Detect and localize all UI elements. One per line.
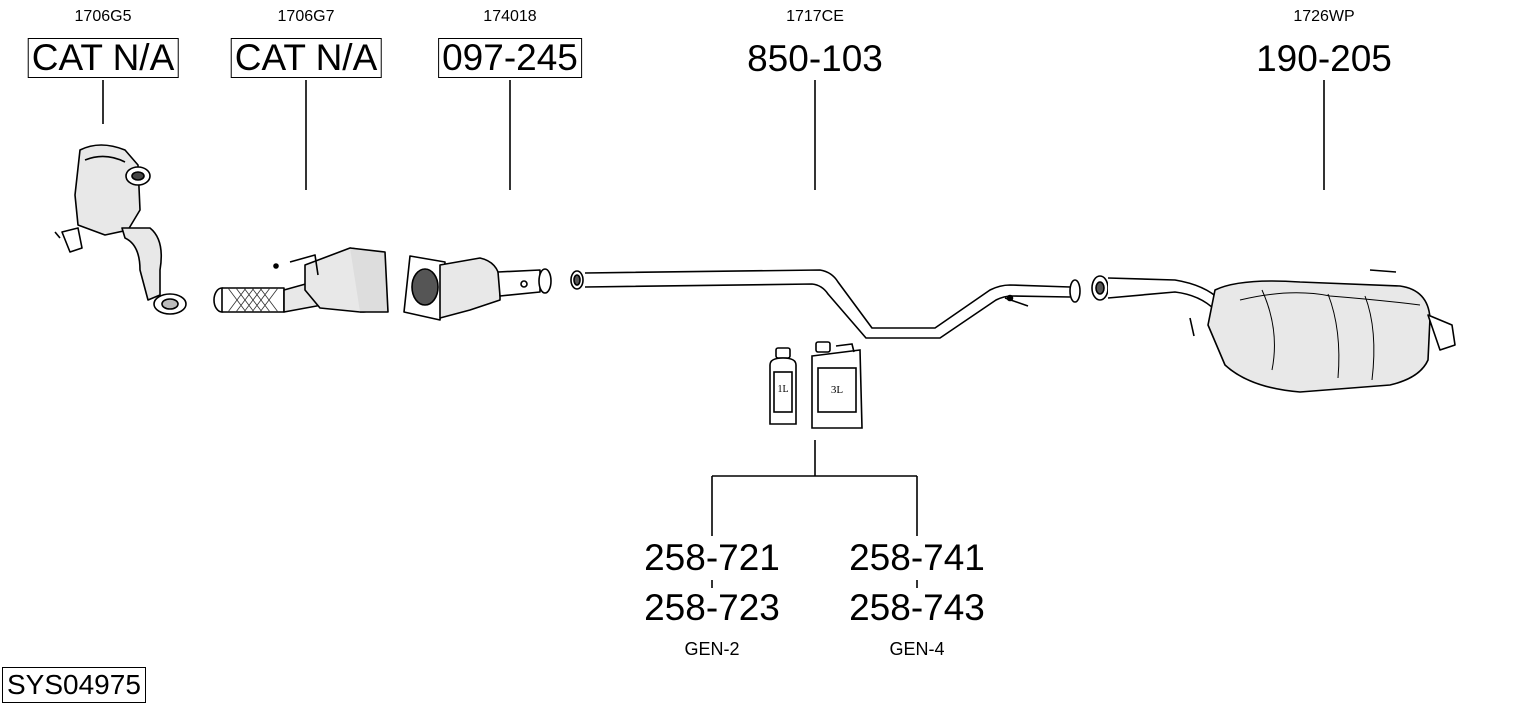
additive-gen-2: GEN-4 [889, 639, 945, 659]
additive-part-1a: 258-721 [644, 537, 780, 578]
part-number-4: 850-103 [747, 38, 883, 79]
additive-gen-1: GEN-2 [684, 639, 740, 659]
catalyst-drawing [403, 255, 552, 321]
oe-number-3: 174018 [483, 8, 537, 25]
bottle-3l-label: 3L [830, 384, 844, 396]
additive-bottle-3l-icon [811, 341, 863, 429]
flex-catalyst-drawing [213, 247, 389, 313]
additive-part-2b: 258-743 [849, 587, 985, 628]
bottle-1l-label: 1L [777, 384, 789, 395]
intermediate-pipe-drawing [570, 269, 1081, 339]
additive-part-1b: 258-723 [644, 587, 780, 628]
part-number-3: 097-245 [438, 38, 582, 78]
oe-number-2: 1706G7 [277, 8, 335, 25]
part-number-5: 190-205 [1256, 38, 1392, 79]
manifold-catalyst-drawing [54, 144, 187, 315]
system-code: SYS04975 [2, 667, 146, 703]
part-number-2: CAT N/A [230, 38, 382, 78]
part-number-1: CAT N/A [27, 38, 179, 78]
oe-number-5: 1726WP [1293, 8, 1355, 25]
rear-silencer-drawing [1091, 269, 1456, 393]
oe-number-4: 1717CE [786, 8, 844, 25]
oe-number-1: 1706G5 [74, 8, 132, 25]
additive-bottle-1l-icon [769, 347, 797, 425]
additive-part-2a: 258-741 [849, 537, 985, 578]
